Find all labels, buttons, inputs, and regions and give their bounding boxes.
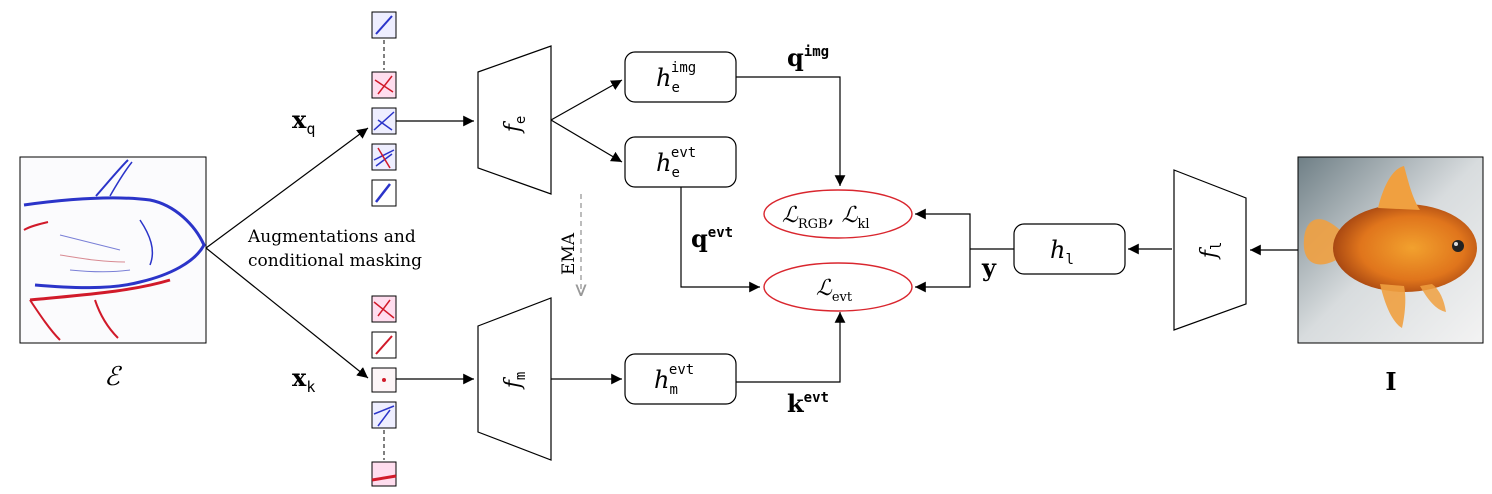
head-he-img: heimg: [624, 51, 737, 103]
loss-evt: ℒevt: [763, 262, 913, 312]
ema-label: EMA: [559, 232, 579, 275]
k-evt-label: kevt: [787, 389, 829, 418]
arrow-fe-to-he-img: [550, 79, 623, 121]
q-evt-label: qevt: [691, 224, 733, 253]
arrow-to-xk: [205, 247, 369, 379]
y-label: y: [981, 253, 997, 282]
arrow-y-to-lrgb: [915, 208, 971, 249]
augment-label-line1: Augmentations and: [247, 227, 416, 247]
head-hm-evt: hmevt: [624, 353, 737, 405]
svg-text:hmevt: hmevt: [654, 362, 694, 398]
arrow-kevt-to-levt: [736, 312, 846, 383]
augment-label-line2: conditional masking: [248, 251, 422, 271]
q-img-label: qimg: [787, 43, 829, 72]
event-frame-image: [19, 156, 207, 344]
svg-text:heimg: heimg: [656, 60, 696, 96]
svg-text:ℒevt: ℒevt: [816, 276, 853, 305]
arrow-fe-to-he-evt: [550, 119, 623, 163]
arrow-qimg-to-lrgb: [736, 76, 846, 186]
key-patch-column: [371, 295, 397, 487]
head-hl: hl: [1013, 223, 1126, 275]
svg-text:ℒRGB, ℒkl: ℒRGB, ℒkl: [782, 203, 870, 232]
xk-label: xk: [292, 363, 315, 396]
encoder-fe: fe: [477, 45, 552, 195]
arrow-qevt-to-levt: [680, 187, 760, 293]
image-symbol: I: [1385, 367, 1396, 396]
arrow-to-xq: [205, 127, 369, 249]
head-he-evt: heevt: [624, 136, 737, 188]
xq-label: xq: [292, 105, 315, 138]
encoder-fm: fm: [477, 297, 552, 461]
svg-text:hl: hl: [1050, 236, 1074, 268]
query-patch-column: [371, 11, 397, 207]
encoder-fl: fl: [1173, 169, 1247, 331]
arrow-y-to-levt: [915, 249, 971, 293]
event-symbol: ℰ: [104, 362, 122, 392]
loss-rgb-kl: ℒRGB, ℒkl: [763, 189, 913, 239]
svg-text:heevt: heevt: [656, 145, 696, 181]
goldfish-image: [1297, 156, 1484, 344]
